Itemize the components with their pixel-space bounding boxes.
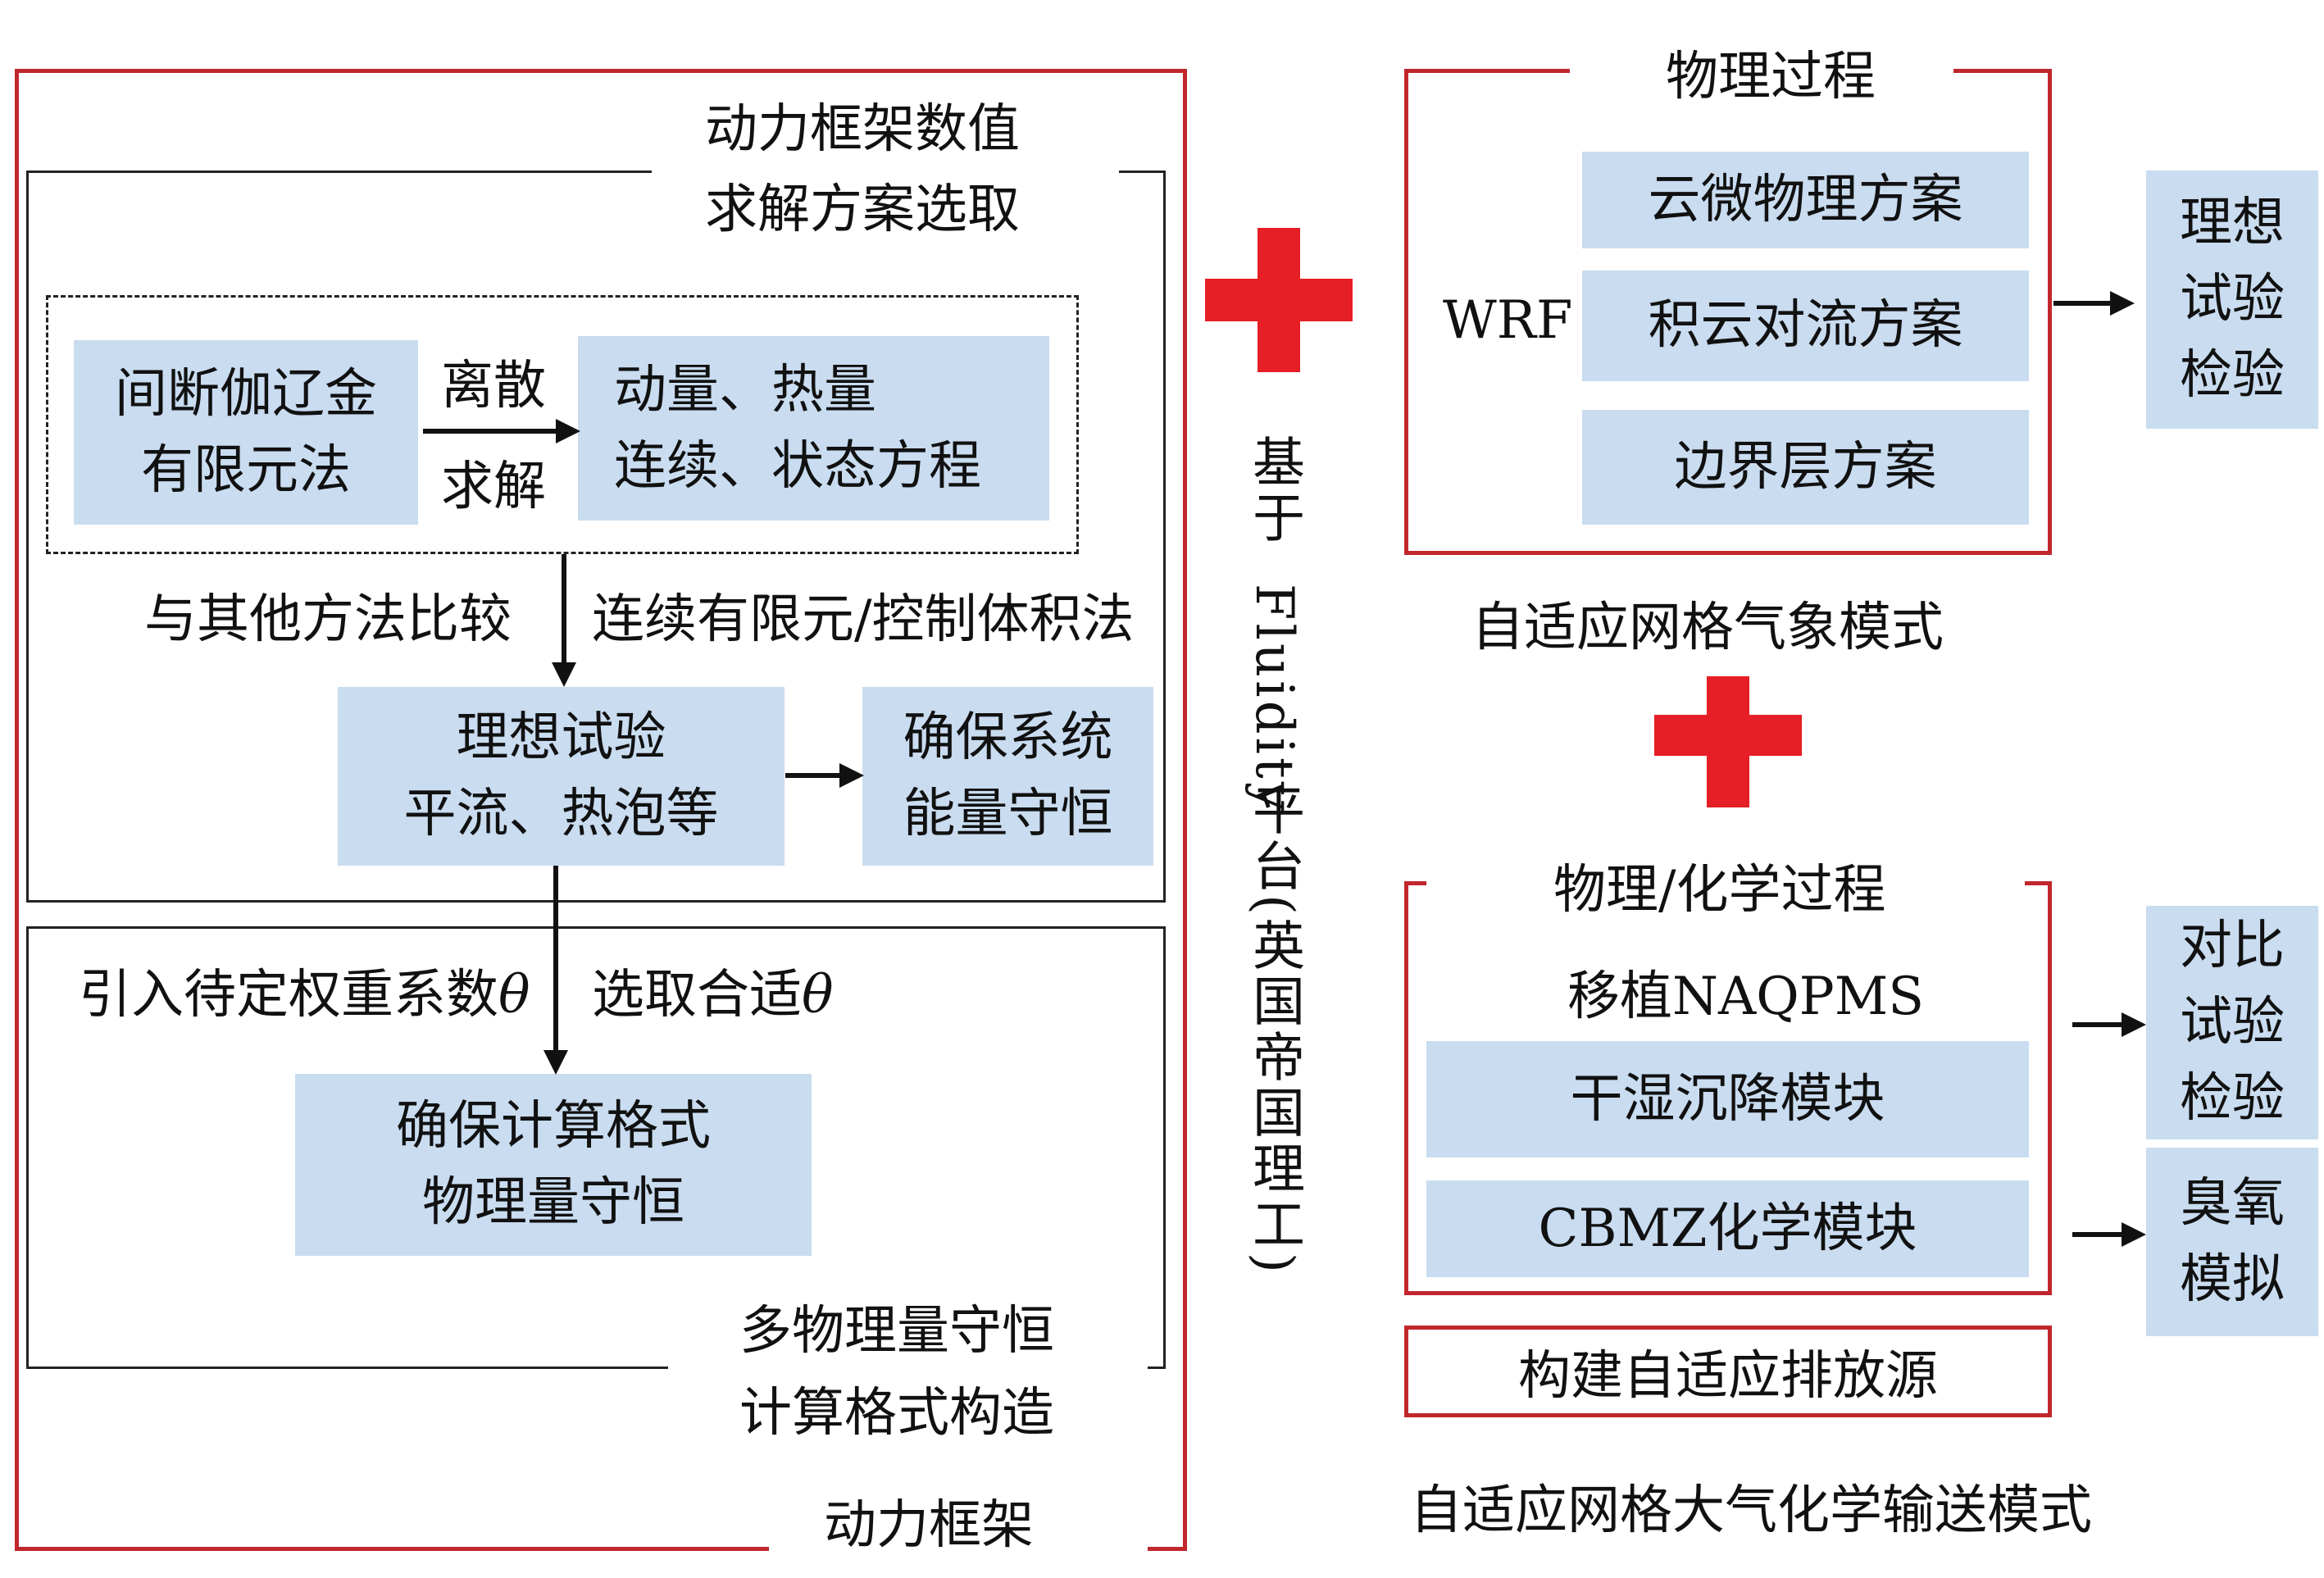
ozone-simulation-box: 臭氧 模拟 [2146, 1148, 2318, 1336]
discretization-group [46, 295, 1079, 554]
ideal-test-check-line1: 理想 [2180, 193, 2285, 254]
dg-method-box: 间断伽辽金 有限元法 [74, 340, 418, 525]
dynamic-framework-frame-bottom-right [1148, 1547, 1187, 1551]
solve-label: 求解 [441, 457, 546, 517]
wrf-header-gap [1570, 62, 1953, 80]
plus-sign-top-vertical [1258, 228, 1300, 372]
equations-box: 动量、热量 连续、状态方程 [578, 336, 1049, 521]
equations-line2: 连续、状态方程 [614, 435, 981, 497]
cumulus-convection-box: 积云对流方案 [1582, 271, 2029, 381]
wrf-label: WRF [1443, 290, 1573, 351]
dynamic-framework-frame [15, 69, 1187, 1551]
choose-theta-text: 选取合适 [592, 965, 802, 1025]
ideal-test-check-line3: 检验 [2180, 344, 2285, 406]
scheme-conservation-line1: 确保计算格式 [396, 1096, 711, 1157]
dynamic-framework-frame-right [1183, 69, 1187, 1551]
discretize-label: 离散 [441, 356, 546, 416]
solver-section-title-line1: 动力框架数值 [705, 99, 1020, 160]
conservation-section-title-line2: 计算格式构造 [739, 1383, 1054, 1444]
ozone-simulation-line2: 模拟 [2180, 1249, 2285, 1310]
boundary-layer-box: 边界层方案 [1582, 410, 2029, 525]
scheme-conservation-box: 确保计算格式 物理量守恒 [295, 1074, 812, 1256]
ideal-test-check-box: 理想 试验 检验 [2146, 171, 2318, 429]
wrf-caption: 自适应网格气象模式 [1471, 598, 1944, 658]
chem-header-gap [1426, 875, 2025, 894]
ideal-test-line1: 理想试验 [456, 707, 666, 769]
cloud-microphysics-label: 云微物理方案 [1648, 169, 1963, 230]
energy-conservation-box: 确保系统 能量守恒 [862, 687, 1153, 866]
choose-theta-label: 选取合适θ [592, 957, 834, 1034]
weight-coefficient-text: 引入待定权重系数 [79, 965, 498, 1025]
dg-method-line1: 间断伽辽金 [115, 363, 377, 425]
deposition-label: 干湿沉降模块 [1570, 1068, 1885, 1130]
cbmz-label: CBMZ化学模块 [1538, 1198, 1917, 1259]
continuous-fe-label: 连续有限元/控制体积法 [592, 589, 1135, 650]
scheme-conservation-line2: 物理量守恒 [422, 1172, 684, 1233]
energy-conservation-line1: 确保系统 [903, 707, 1113, 769]
solver-section-frame [26, 171, 1166, 903]
solver-title-gap [652, 160, 1119, 184]
equations-line1: 动量、热量 [614, 359, 876, 421]
dynamic-framework-caption: 动力框架 [824, 1495, 1034, 1556]
cbmz-box: CBMZ化学模块 [1426, 1180, 2029, 1277]
chem-header: 物理/化学过程 [1553, 860, 1886, 921]
ideal-test-line2: 平流、热泡等 [403, 784, 719, 844]
ideal-test-check-line2: 试验 [2180, 269, 2285, 330]
plus-sign-bottom-vertical [1707, 676, 1749, 807]
ideal-test-box: 理想试验 平流、热泡等 [338, 687, 785, 866]
theta-symbol-2: θ [802, 965, 834, 1025]
chem-subheader: 移植NAQPMS [1567, 966, 1925, 1027]
emission-frame: 构建自适应排放源 [1404, 1326, 2052, 1417]
platform-label-1: 基于 [1244, 434, 1304, 546]
dynamic-framework-frame-bottom [15, 1547, 769, 1551]
deposition-box: 干湿沉降模块 [1426, 1041, 2029, 1157]
comparison-test-line2: 试验 [2180, 992, 2285, 1053]
weight-coefficient-label: 引入待定权重系数θ [79, 957, 530, 1034]
chem-caption: 自适应网格大气化学输送模式 [1410, 1480, 2092, 1541]
dg-method-line2: 有限元法 [141, 439, 351, 501]
solver-section-title-line2: 求解方案选取 [705, 180, 1020, 240]
conservation-section-frame [26, 926, 1166, 1369]
compare-methods-label: 与其他方法比较 [144, 589, 512, 650]
boundary-layer-label: 边界层方案 [1674, 436, 1937, 498]
ozone-simulation-line1: 臭氧 [2180, 1173, 2285, 1235]
platform-label-2: Fluidity [1244, 584, 1304, 815]
energy-conservation-line2: 能量守恒 [903, 784, 1113, 844]
cloud-microphysics-box: 云微物理方案 [1582, 152, 2029, 248]
conservation-section-title-line1: 多物理量守恒 [739, 1301, 1054, 1362]
theta-symbol: θ [498, 965, 530, 1025]
comparison-test-line1: 对比 [2180, 916, 2285, 977]
wrf-header: 物理过程 [1666, 47, 1876, 107]
platform-label-3: 平台(英国帝国理工) [1244, 783, 1304, 1276]
cumulus-convection-label: 积云对流方案 [1648, 295, 1963, 357]
conservation-title-gap [668, 1357, 1148, 1381]
comparison-test-box: 对比 试验 检验 [2146, 906, 2318, 1139]
emission-label: 构建自适应排放源 [1518, 1346, 1938, 1407]
comparison-test-line3: 检验 [2180, 1067, 2285, 1129]
